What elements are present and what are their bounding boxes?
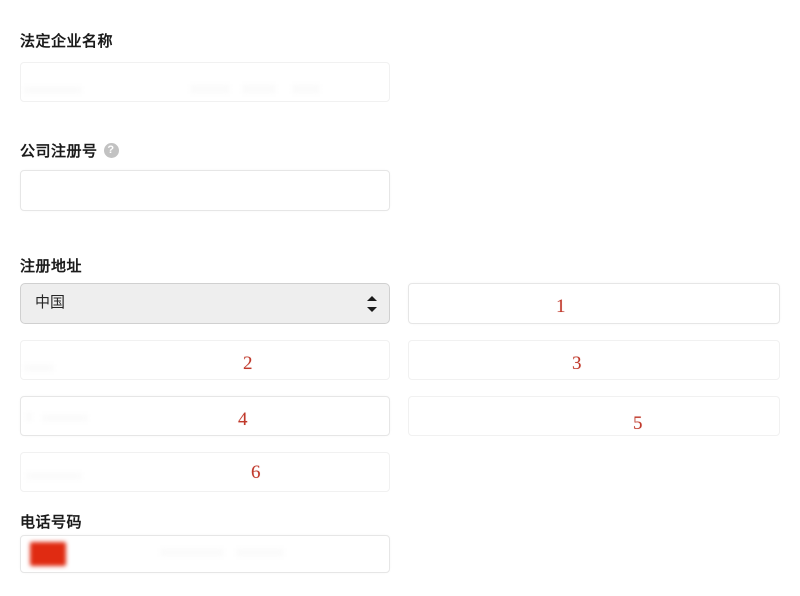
ghost-artifact	[236, 548, 284, 557]
ghost-artifact	[24, 86, 82, 94]
ghost-artifact	[190, 84, 230, 94]
ghost-artifact	[160, 548, 224, 557]
ghost-artifact	[26, 412, 32, 422]
ghost-artifact	[292, 84, 320, 94]
registered-address-label: 注册地址	[20, 258, 83, 275]
country-select-value: 中国	[35, 294, 66, 311]
address-field-2-input[interactable]	[20, 340, 390, 380]
address-field-1-input[interactable]	[408, 283, 780, 324]
ghost-artifact	[26, 472, 82, 480]
address-field-5-input[interactable]	[408, 396, 780, 436]
address-field-3-input[interactable]	[408, 340, 780, 380]
ghost-artifact	[24, 364, 54, 372]
ghost-artifact	[42, 414, 88, 422]
legal-name-input[interactable]	[20, 62, 390, 102]
registration-number-label: 公司注册号	[20, 142, 119, 162]
country-select[interactable]: 中国	[20, 283, 390, 324]
registration-number-input[interactable]	[20, 170, 390, 211]
ghost-artifact	[242, 84, 276, 94]
up-down-chevron-icon	[367, 295, 377, 313]
help-circle-icon[interactable]	[103, 143, 119, 158]
registration-number-label-text: 公司注册号	[20, 143, 98, 160]
phone-number-label: 电话号码	[20, 514, 83, 531]
china-flag-icon[interactable]	[30, 542, 66, 566]
legal-name-label: 法定企业名称	[20, 33, 114, 50]
